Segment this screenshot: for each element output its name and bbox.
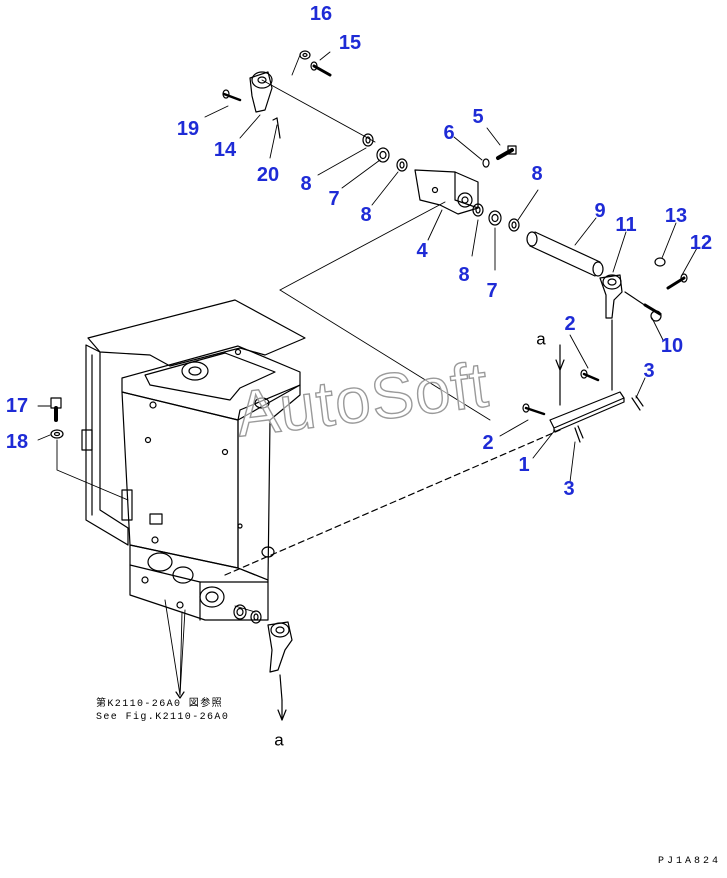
split-pins-3 (574, 395, 644, 443)
assembly-lines (37, 51, 698, 696)
bolt-15 (310, 61, 332, 77)
callout-8-b: 8 (360, 204, 372, 226)
callout-11: 11 (615, 214, 637, 236)
parts-7-8-upper (362, 133, 408, 172)
bracket-4 (414, 169, 479, 215)
callout-5: 5 (472, 106, 484, 128)
callout-6: 6 (443, 122, 455, 144)
pins-2 (522, 369, 600, 416)
lever-14 (249, 71, 273, 113)
washer-18 (50, 429, 64, 439)
callout-2-a: 2 (564, 313, 576, 335)
reference-note-en: See Fig.K2110-26A0 (96, 711, 230, 723)
callout-10: 10 (660, 335, 684, 357)
joint-10 (624, 291, 662, 322)
bolt-17 (50, 397, 62, 422)
marker-a-bottom: a (274, 730, 284, 750)
reference-note: 第K2110-26A0 図参照 See Fig.K2110-26A0 (96, 699, 229, 724)
callout-8-d: 8 (458, 264, 470, 286)
callout-8-c: 8 (531, 163, 543, 185)
bolt-12 (666, 273, 688, 290)
callout-19: 19 (176, 118, 200, 140)
callout-16: 16 (309, 3, 333, 25)
reference-note-jp: 第K2110-26A0 図参照 (96, 699, 224, 710)
arrow-a-top (555, 344, 565, 406)
link-1 (549, 391, 625, 433)
callout-13: 13 (664, 205, 688, 227)
callout-7-a: 7 (328, 188, 340, 210)
callout-14: 14 (213, 139, 237, 161)
callout-9: 9 (594, 200, 606, 222)
callout-18: 18 (5, 431, 29, 453)
callout-3-b: 3 (563, 478, 575, 500)
main-housing (81, 299, 561, 621)
parts-7-8-lower (472, 203, 520, 232)
callout-3-a: 3 (643, 360, 655, 382)
callout-12: 12 (689, 232, 713, 254)
callout-1: 1 (518, 454, 530, 476)
bolt-5 (496, 145, 517, 160)
washer-16 (299, 50, 311, 60)
callout-2-b: 2 (482, 432, 494, 454)
note-arrowhead (175, 691, 185, 699)
drawing-code: PJ1A824 (657, 856, 721, 867)
washer-13 (654, 257, 666, 267)
lever-11 (599, 274, 623, 391)
callout-15: 15 (338, 32, 362, 54)
marker-a-top: a (536, 329, 546, 349)
callout-7-b: 7 (486, 280, 498, 302)
washer-6 (482, 158, 490, 168)
callout-8-a: 8 (300, 173, 312, 195)
callout-4: 4 (416, 240, 428, 262)
callout-20: 20 (256, 164, 280, 186)
lower-parts (233, 604, 293, 721)
shaft-9 (526, 231, 604, 277)
callout-17: 17 (5, 395, 29, 417)
pin-20 (272, 117, 281, 139)
bolt-19 (222, 89, 242, 102)
